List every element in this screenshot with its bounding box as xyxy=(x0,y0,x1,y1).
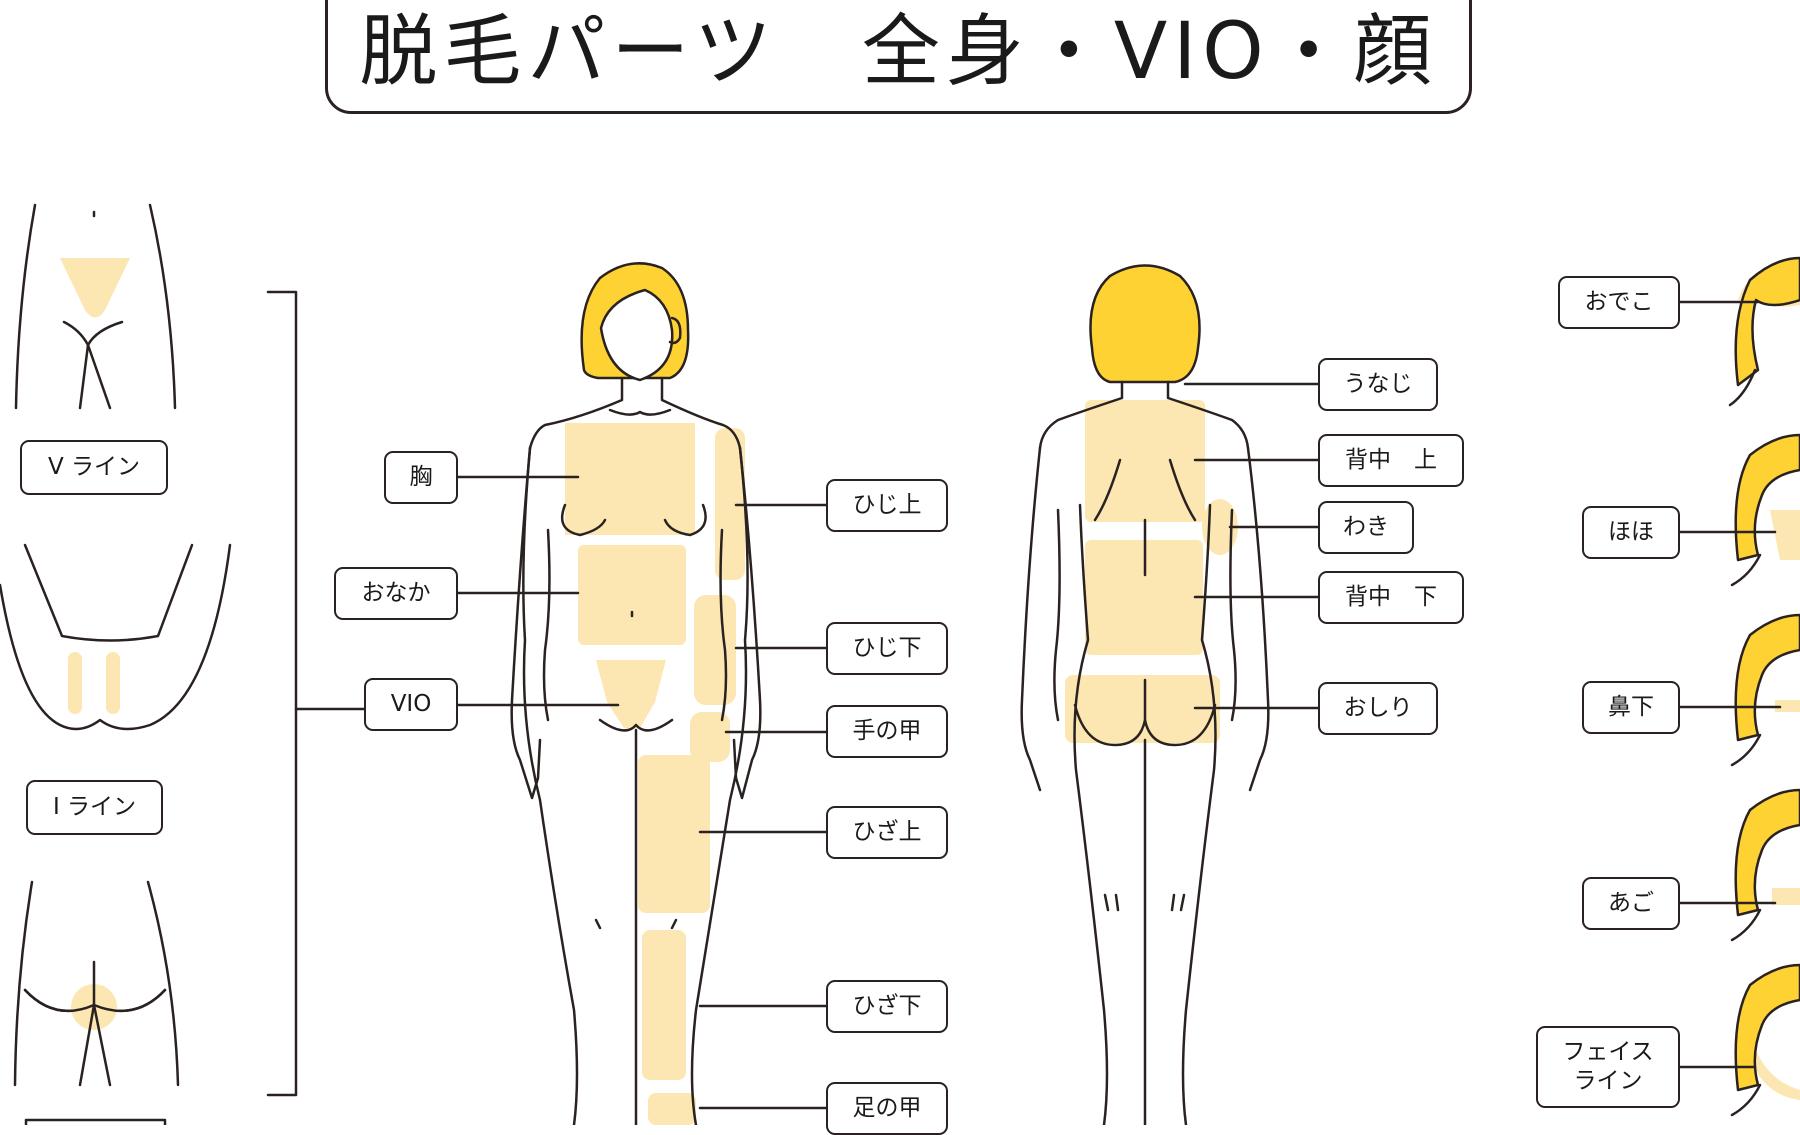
front-face xyxy=(599,288,674,382)
i-line-highlight-right xyxy=(106,652,120,714)
label-upper-arm: ひじ上 xyxy=(826,479,948,532)
o-line-illustration xyxy=(13,880,180,1125)
armpit-highlight xyxy=(1202,499,1238,555)
face-forehead xyxy=(1728,256,1800,407)
chest-highlight xyxy=(565,423,695,535)
label-face-line: フェイス ライン xyxy=(1536,1026,1680,1108)
label-vio: VIO xyxy=(364,678,458,731)
forearm-highlight xyxy=(694,595,736,705)
chin-highlight xyxy=(1772,888,1800,905)
v-line-illustration xyxy=(14,203,177,410)
i-line-highlight-left xyxy=(68,652,82,714)
label-v-line: V ライン xyxy=(20,440,168,495)
hand-highlight xyxy=(690,712,730,762)
label-chin: あご xyxy=(1582,877,1680,930)
under-nose-hair xyxy=(1734,613,1800,742)
forehead-hair xyxy=(1734,256,1800,387)
thigh-highlight xyxy=(638,755,710,913)
label-lower-leg: ひざ下 xyxy=(826,980,948,1033)
label-i-line: I ライン xyxy=(26,780,163,835)
lower-back-highlight xyxy=(1085,540,1203,655)
label-thigh: ひざ上 xyxy=(826,806,948,859)
front-figure xyxy=(510,262,762,1125)
vio-bracket xyxy=(266,290,298,1097)
i-line-illustration xyxy=(0,543,232,731)
label-chest: 胸 xyxy=(384,451,458,504)
face-line-highlight xyxy=(1748,1040,1800,1100)
lower-leg-highlight xyxy=(642,930,686,1080)
back-figure xyxy=(1020,264,1270,1125)
label-back-of-hand: 手の甲 xyxy=(826,705,948,758)
label-lower-back: 背中 下 xyxy=(1318,571,1464,624)
label-top-of-foot: 足の甲 xyxy=(826,1082,948,1135)
buttocks-highlight xyxy=(1065,675,1220,743)
label-cheek: ほほ xyxy=(1582,506,1680,559)
label-forearm: ひじ下 xyxy=(826,622,948,675)
v-line-highlight xyxy=(60,258,130,318)
diagram-title: 脱毛パーツ 全身・VIO・顔 xyxy=(359,7,1438,97)
upper-back-highlight xyxy=(1085,400,1205,522)
back-hair xyxy=(1089,264,1201,384)
foot-highlight xyxy=(648,1093,696,1125)
label-nape: うなじ xyxy=(1318,358,1438,411)
cheek-highlight xyxy=(1770,510,1800,560)
belly-highlight xyxy=(578,545,686,645)
label-forehead: おでこ xyxy=(1558,276,1680,329)
o-line-label-edge xyxy=(24,1118,167,1125)
face-face-line xyxy=(1730,963,1800,1117)
label-upper-back: 背中 上 xyxy=(1318,434,1464,487)
face-under-nose xyxy=(1730,613,1800,767)
label-buttocks: おしり xyxy=(1318,682,1438,735)
label-belly: おなか xyxy=(334,567,458,620)
face-chin xyxy=(1730,788,1800,942)
label-under-nose: 鼻下 xyxy=(1582,681,1680,734)
title-box: 脱毛パーツ 全身・VIO・顔 xyxy=(325,0,1472,114)
vio-highlight xyxy=(596,660,666,728)
label-armpit: わき xyxy=(1318,501,1414,554)
under-nose-highlight xyxy=(1775,700,1800,712)
face-cheek xyxy=(1730,433,1800,587)
